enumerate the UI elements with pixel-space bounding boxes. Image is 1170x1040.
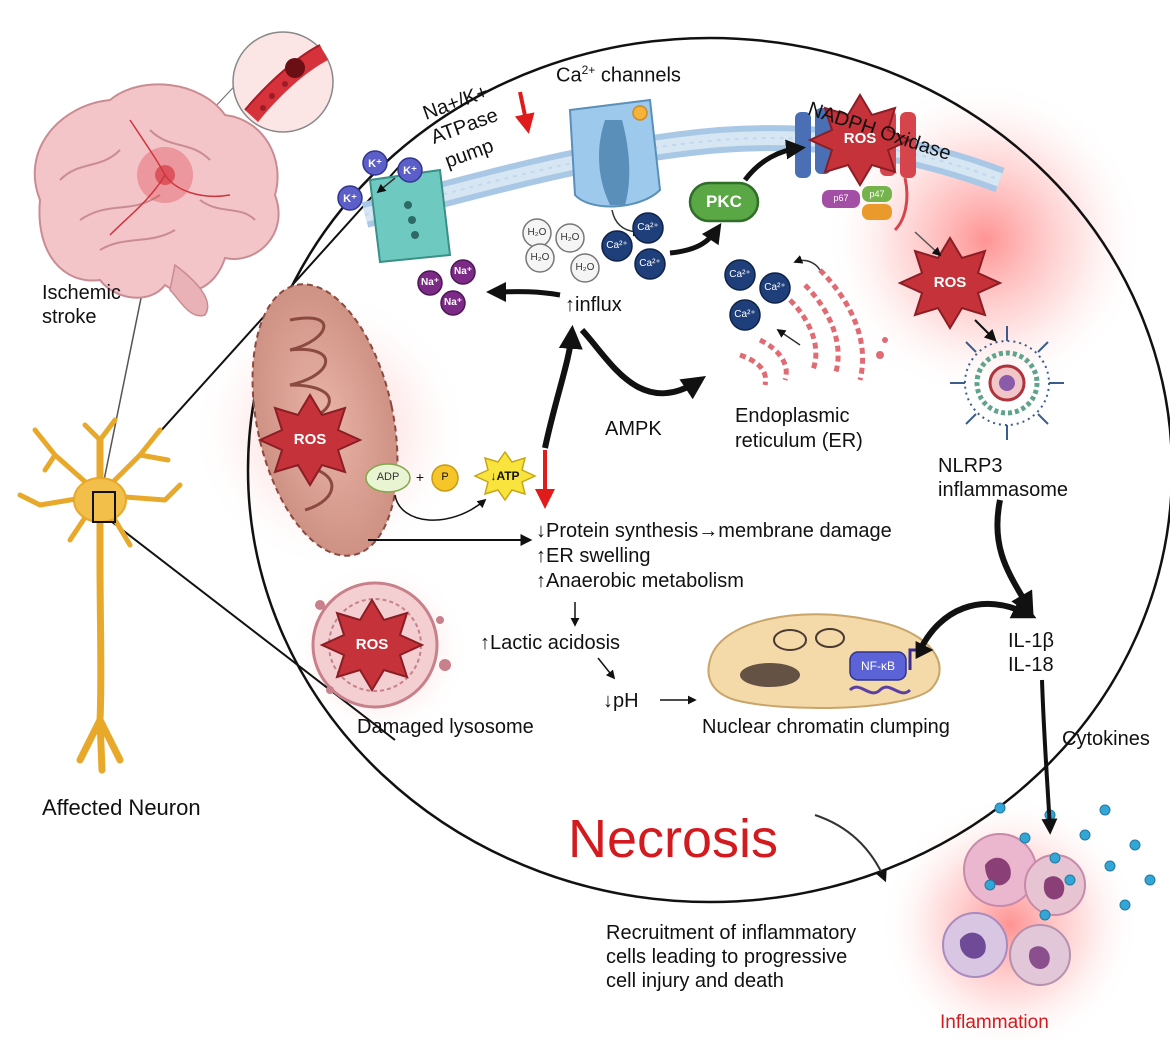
water-label-3: H₂O [530,252,550,263]
recruitment-line-3: cell injury and death [606,970,784,992]
ca-ion-label-3: Ca²⁺ [639,258,661,269]
zoom-line-bottom [102,514,396,741]
phosphate-bubble [431,464,459,492]
na-ion-label-3: Na⁺ [443,297,463,308]
arrow-ca-to-pkc [669,223,722,256]
water-label-1: H₂O [527,227,547,238]
necrosis-title: Necrosis [568,809,779,869]
arrow-influx-to-ions [486,281,561,302]
inflammation-label: Inflammation [940,1012,1049,1033]
neuron-illustration [17,417,183,774]
damaged-lysosome-label: Damaged lysosome [357,716,534,738]
influx-label: ↑influx [565,294,622,316]
k-ion-label-1: K⁺ [368,158,382,170]
ros-star-right [897,236,1003,330]
ros-star-nadph [807,93,913,187]
na-k-pump [368,168,452,264]
inflammation-glow [880,795,1140,1040]
p67-label: p67 [833,193,849,203]
il18-label: IL-18 [1008,654,1054,676]
k-ion-label-2: K⁺ [403,165,417,177]
affected-neuron-label: Affected Neuron [42,795,201,820]
ca-channel [568,98,662,208]
pump-arrow [376,177,396,194]
ros-badge-lysosome: ROS [355,636,389,653]
cell-boundary [246,36,1170,904]
k-ions [337,150,423,211]
water-label-2: H₂O [560,232,580,243]
arrow-il-to-cytokines [1040,679,1058,835]
effect-protein-synthesis: ↓Protein synthesis→membrane damage [536,520,892,542]
arrow-lactic-to-ph [597,657,616,680]
er-label-1: Endoplasmic [735,405,850,427]
brain-illustration [33,83,280,317]
il1b-label: IL-1β [1008,630,1054,652]
water-label-4: H₂O [575,262,595,273]
arrow-nlrp3-to-il [994,499,1034,617]
ca-ion-label-4: Ca²⁺ [729,269,751,280]
lactic-acidosis-label: ↑Lactic acidosis [480,632,621,654]
er-arrow-up [793,255,821,271]
p47-label: p47 [869,189,885,199]
cytokine-dots [984,802,1156,921]
ros-badge-nadph: ROS [843,130,877,147]
inflammatory-cells [942,833,1086,986]
nucleus [707,613,941,709]
arrow-adp-to-atp [394,494,487,521]
pkc-label: PKC [706,192,742,211]
ph-label: ↓pH [603,690,639,712]
arrow-up-to-influx [542,324,583,449]
ampk-label: AMPK [605,418,662,440]
cytokines-label: Cytokines [1062,728,1150,750]
na-ion-label-1: Na⁺ [420,277,440,288]
arrow-ros-to-nlrp3 [974,319,997,342]
adp-bubble [365,463,411,493]
recruitment-line-2: cells leading to progressive [606,946,848,968]
k-ion-label-3: K⁺ [343,193,357,205]
nlrp3-illustration [950,326,1064,440]
atp-label: ↓ATP [490,469,520,483]
na-ions [417,259,476,316]
water-molecules [522,218,600,283]
er-arrow-in [776,328,801,346]
phosphate-label: P [441,471,449,483]
ca-ions [601,212,791,331]
arrow-to-er [579,327,706,400]
effect-er-swelling: ↑ER swelling [536,545,651,567]
nlrp3-label-2: inflammasome [938,479,1069,501]
ros-star-lysosome [319,598,425,692]
nfkb-box [849,651,907,681]
pkc-box [688,181,760,223]
effect-anaerobic: ↑Anaerobic metabolism [536,570,744,592]
arrow-nadph-ros [914,231,942,257]
ros-badge-mito: ROS [293,431,327,448]
er-label-2: reticulum (ER) [735,430,863,452]
nlrp3-label-1: NLRP3 [938,455,1003,477]
ca-ion-label-6: Ca²⁺ [734,309,756,320]
endoplasmic-reticulum [739,268,888,386]
ischemic-label-1: Ischemic [42,282,121,304]
ischemic-label-2: stroke [42,306,97,328]
vessel-clot-inset [232,31,334,133]
plus-label: + [415,469,425,485]
recruitment-line-1: Recruitment of inflammatory [606,922,857,944]
ca-ion-label-2: Ca²⁺ [606,240,628,251]
red-arrow-pump [514,91,535,134]
ca-ion-label-1: Ca²⁺ [637,222,659,233]
chromatin-label: Nuclear chromatin clumping [702,716,950,738]
nfkb-label: NF-κB [861,659,895,673]
ros-star-mito [257,393,363,487]
arrow-pkc-to-nadph [743,139,806,182]
atp-burst [473,450,537,502]
ca-ion-label-5: Ca²⁺ [764,282,786,293]
ros-badge-right: ROS [933,274,967,291]
arrow-necrosis-to-recruitment [814,814,887,883]
na-ion-label-2: Na⁺ [453,266,473,277]
ca-channels-label: Ca2+ channels [556,63,681,87]
adp-label: ADP [376,471,400,483]
